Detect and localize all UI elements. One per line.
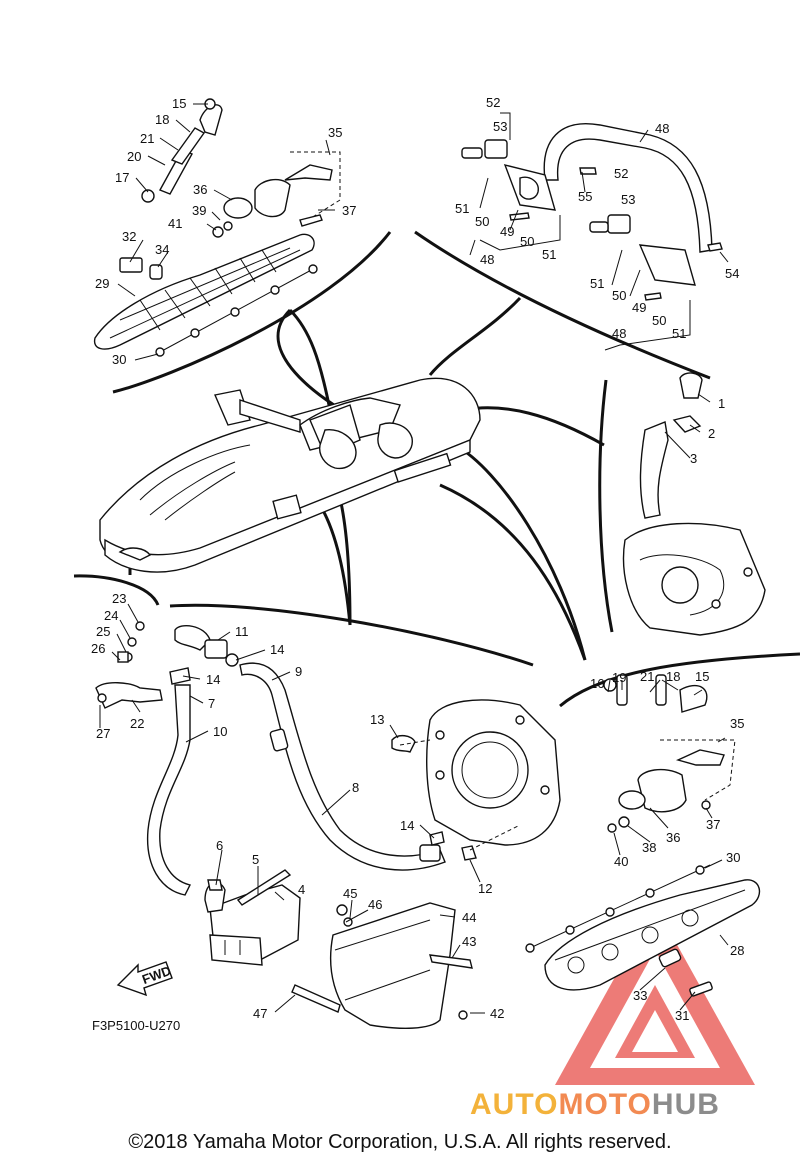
callout-41: 41: [168, 216, 182, 231]
callout-20: 20: [127, 149, 141, 164]
callout-14: 14: [270, 642, 284, 657]
callout-40: 40: [614, 854, 628, 869]
callout-4: 4: [298, 882, 305, 897]
callout-49b: 49: [632, 300, 646, 315]
callout-35b: 35: [730, 716, 744, 731]
callout-50d: 50: [652, 313, 666, 328]
callout-33: 33: [633, 988, 647, 1003]
callout-36: 36: [193, 182, 207, 197]
callout-51c: 51: [590, 276, 604, 291]
callout-9: 9: [295, 664, 302, 679]
callout-23: 23: [112, 591, 126, 606]
callout-51: 51: [455, 201, 469, 216]
leader-lines: [99, 103, 729, 1014]
callout-7: 7: [208, 696, 215, 711]
stern-eye-right-assembly: [525, 674, 761, 997]
callout-30: 30: [112, 352, 126, 367]
callout-48c: 48: [612, 326, 626, 341]
callout-53: 53: [493, 119, 507, 134]
callout-22: 22: [130, 716, 144, 731]
callout-29: 29: [95, 276, 109, 291]
callout-32: 32: [122, 229, 136, 244]
jet-pump-assembly: [622, 372, 766, 636]
callout-2: 2: [708, 426, 715, 441]
callout-43: 43: [462, 934, 476, 949]
callout-51b: 51: [542, 247, 556, 262]
callout-21: 21: [140, 131, 154, 146]
callout-46: 46: [368, 897, 382, 912]
callout-49: 49: [500, 224, 514, 239]
callout-26: 26: [91, 641, 105, 656]
callout-21b: 21: [640, 669, 654, 684]
callout-5: 5: [252, 852, 259, 867]
callout-14b: 14: [206, 672, 220, 687]
callout-1: 1: [718, 396, 725, 411]
callout-3: 3: [690, 451, 697, 466]
callout-16: 16: [590, 676, 604, 691]
callout-50: 50: [475, 214, 489, 229]
callout-19: 19: [612, 670, 626, 685]
callout-10: 10: [213, 724, 227, 739]
callout-15: 15: [172, 96, 186, 111]
callout-48b: 48: [480, 252, 494, 267]
callout-13: 13: [370, 712, 384, 727]
pump-housing: [391, 699, 561, 861]
callout-39: 39: [192, 203, 206, 218]
callout-14c: 14: [400, 818, 414, 833]
callout-47: 47: [253, 1006, 267, 1021]
copyright-text: ©2018 Yamaha Motor Corporation, U.S.A. A…: [128, 1131, 672, 1153]
callout-50b: 50: [520, 234, 534, 249]
muffler-assembly: [204, 869, 473, 1029]
callout-15b: 15: [695, 669, 709, 684]
callout-35: 35: [328, 125, 342, 140]
brand-auto: AUTO: [470, 1088, 559, 1121]
callout-51d: 51: [672, 326, 686, 341]
callout-17: 17: [115, 170, 129, 185]
callout-52b: 52: [614, 166, 628, 181]
callout-37: 37: [342, 203, 356, 218]
callout-11: 11: [235, 624, 249, 639]
callout-36b: 36: [666, 830, 680, 845]
diagram-code: F3P5100-U270: [92, 1018, 180, 1033]
brand-moto: MOTO: [558, 1088, 652, 1121]
callout-labels: 15 18 21 20 17 36 35 39 41 37 32 34 29 3…: [91, 95, 744, 1033]
callout-28: 28: [730, 943, 744, 958]
callout-31: 31: [675, 1008, 689, 1023]
callout-48: 48: [655, 121, 669, 136]
callout-37b: 37: [706, 817, 720, 832]
group-brackets: [73, 230, 800, 708]
callout-54: 54: [725, 266, 739, 281]
callout-50c: 50: [612, 288, 626, 303]
callout-30b: 30: [726, 850, 740, 865]
callout-27: 27: [96, 726, 110, 741]
callout-52: 52: [486, 95, 500, 110]
callout-25: 25: [96, 624, 110, 639]
callout-24: 24: [104, 608, 118, 623]
hose-assembly: [95, 621, 446, 896]
callout-45: 45: [343, 886, 357, 901]
callout-18: 18: [155, 112, 169, 127]
watermark-triangle-icon: [555, 905, 755, 1085]
callout-6: 6: [216, 838, 223, 853]
callout-55: 55: [578, 189, 592, 204]
callout-42: 42: [490, 1006, 504, 1021]
callout-34: 34: [155, 242, 169, 257]
grab-handle-assembly: [461, 112, 723, 351]
callout-18b: 18: [666, 669, 680, 684]
watermark-brand: AUTOMOTOHUB: [470, 1088, 720, 1122]
brand-hub: HUB: [651, 1088, 720, 1121]
forward-direction-arrow-icon: FWD: [116, 961, 173, 997]
callout-38: 38: [642, 840, 656, 855]
stern-eye-assembly: [93, 98, 341, 357]
callout-8: 8: [352, 780, 359, 795]
callout-12: 12: [478, 881, 492, 896]
jet-ski-hull: [99, 377, 481, 573]
callout-44: 44: [462, 910, 476, 925]
callout-53b: 53: [621, 192, 635, 207]
